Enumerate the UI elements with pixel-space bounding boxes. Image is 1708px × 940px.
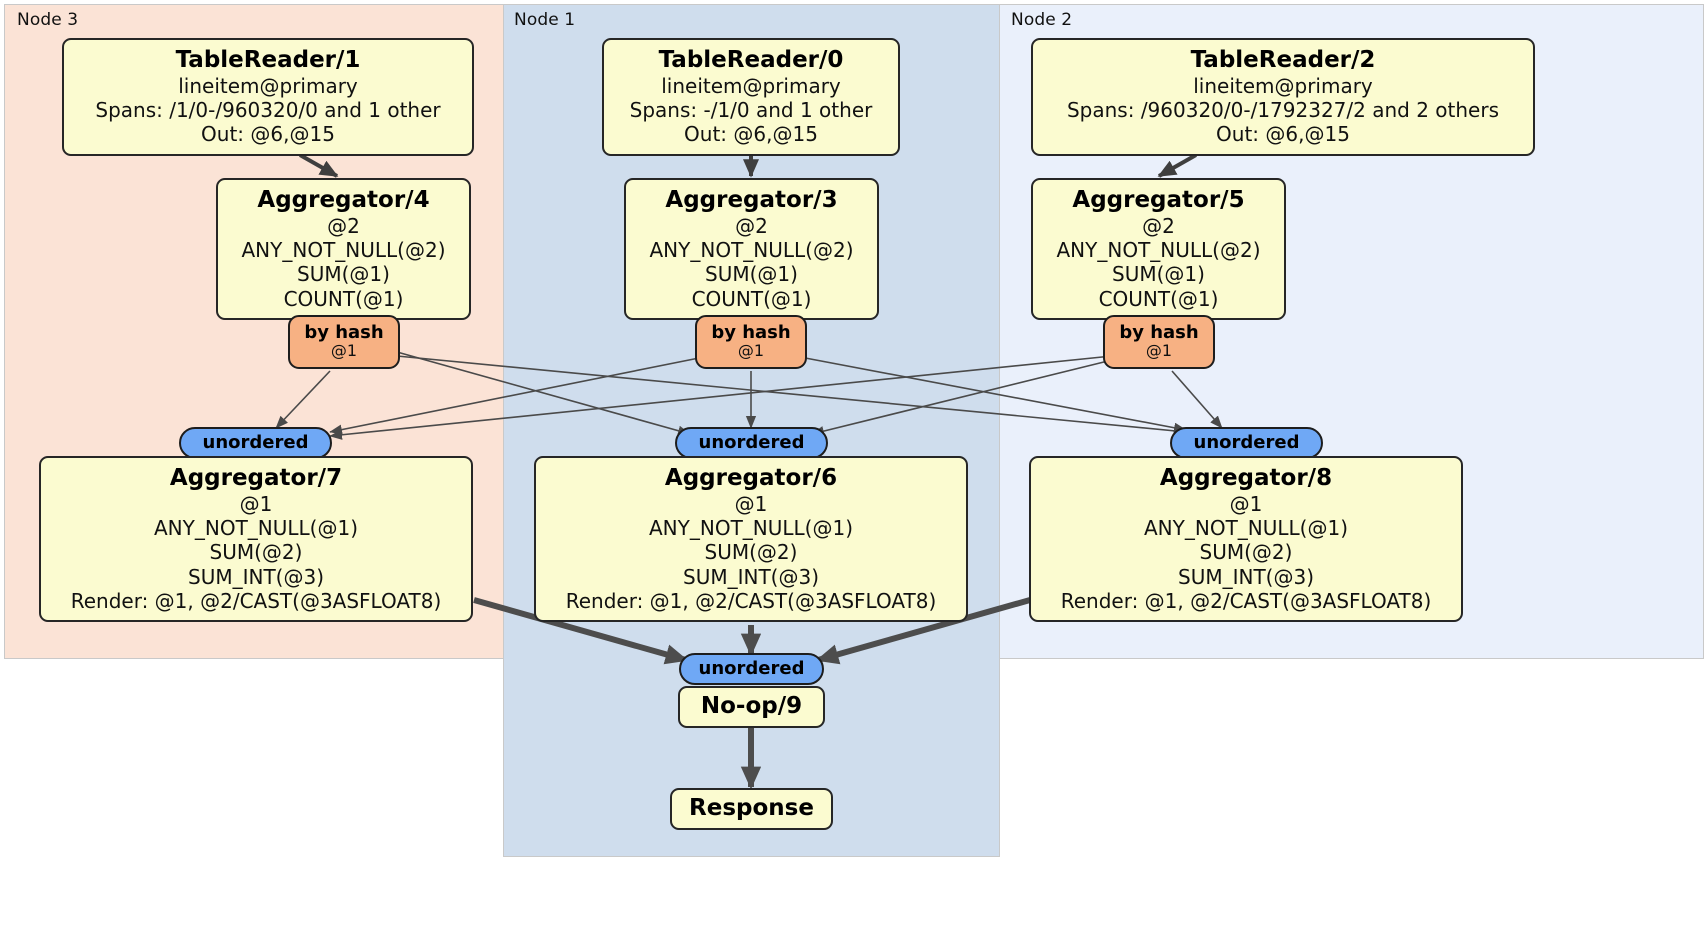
processor-line: COUNT(@1) bbox=[1098, 286, 1219, 311]
processor-line: @1 bbox=[239, 492, 273, 517]
processor-line: @2 bbox=[735, 214, 768, 239]
processor-line: SUM(@2) bbox=[1199, 540, 1293, 565]
inbox-unordered-aggregator-6[interactable]: unordered bbox=[675, 427, 828, 459]
processor-line: COUNT(@1) bbox=[691, 286, 812, 311]
processor-title: TableReader/2 bbox=[1190, 47, 1376, 73]
processor-line: Render: @1, @2/CAST(@3ASFLOAT8) bbox=[70, 588, 442, 613]
processor-line: Spans: /960320/0-/1792327/2 and 2 others bbox=[1066, 98, 1499, 123]
processor-title: Aggregator/5 bbox=[1072, 187, 1245, 213]
processor-title: Aggregator/4 bbox=[257, 187, 430, 213]
router-sublabel: @1 bbox=[1145, 341, 1173, 361]
router-label: by hash bbox=[1119, 322, 1199, 344]
processor-line: SUM(@2) bbox=[209, 540, 303, 565]
processor-line: SUM(@1) bbox=[705, 262, 798, 287]
processor-line: @2 bbox=[1142, 214, 1175, 239]
router-label: by hash bbox=[304, 322, 384, 344]
processor-title: Aggregator/3 bbox=[665, 187, 838, 213]
processor-line: ANY_NOT_NULL(@2) bbox=[649, 238, 854, 263]
inbox-unordered-aggregator-8[interactable]: unordered bbox=[1170, 427, 1323, 459]
processor-tablereader-0[interactable]: TableReader/0 lineitem@primary Spans: -/… bbox=[602, 38, 900, 156]
processor-aggregator-5[interactable]: Aggregator/5 @2 ANY_NOT_NULL(@2) SUM(@1)… bbox=[1031, 178, 1286, 320]
router-by-hash-aggregator-3[interactable]: by hash @1 bbox=[695, 315, 807, 369]
processor-line: @1 bbox=[1229, 492, 1263, 517]
node-label-node1: Node 1 bbox=[514, 10, 576, 30]
processor-aggregator-3[interactable]: Aggregator/3 @2 ANY_NOT_NULL(@2) SUM(@1)… bbox=[624, 178, 879, 320]
processor-line: Render: @1, @2/CAST(@3ASFLOAT8) bbox=[565, 588, 937, 613]
processor-line: ANY_NOT_NULL(@1) bbox=[1144, 516, 1348, 541]
inbox-label: unordered bbox=[1193, 432, 1300, 453]
router-by-hash-aggregator-5[interactable]: by hash @1 bbox=[1103, 315, 1215, 369]
processor-title: TableReader/1 bbox=[175, 47, 361, 73]
processor-title: Aggregator/6 bbox=[664, 465, 838, 491]
processor-title: No-op/9 bbox=[700, 693, 803, 719]
processor-line: lineitem@primary bbox=[661, 74, 841, 99]
processor-line: COUNT(@1) bbox=[283, 286, 404, 311]
inbox-unordered-aggregator-7[interactable]: unordered bbox=[179, 427, 332, 459]
processor-line: ANY_NOT_NULL(@1) bbox=[649, 516, 853, 541]
processor-line: SUM(@2) bbox=[704, 540, 798, 565]
processor-line: ANY_NOT_NULL(@2) bbox=[241, 238, 446, 263]
processor-response[interactable]: Response bbox=[670, 788, 833, 831]
router-label: by hash bbox=[711, 322, 791, 344]
processor-line: ANY_NOT_NULL(@1) bbox=[154, 516, 358, 541]
node-label-node2: Node 2 bbox=[1011, 10, 1073, 30]
processor-aggregator-7[interactable]: Aggregator/7 @1 ANY_NOT_NULL(@1) SUM(@2)… bbox=[39, 456, 473, 622]
processor-line: SUM_INT(@3) bbox=[683, 564, 819, 589]
inbox-label: unordered bbox=[698, 658, 805, 679]
processor-title: Response bbox=[689, 795, 814, 821]
processor-title: Aggregator/8 bbox=[1159, 465, 1333, 491]
processor-title: Aggregator/7 bbox=[169, 465, 343, 491]
processor-line: SUM_INT(@3) bbox=[188, 564, 324, 589]
router-sublabel: @1 bbox=[330, 341, 358, 361]
processor-line: Spans: -/1/0 and 1 other bbox=[629, 98, 873, 123]
processor-line: @1 bbox=[734, 492, 768, 517]
processor-aggregator-4[interactable]: Aggregator/4 @2 ANY_NOT_NULL(@2) SUM(@1)… bbox=[216, 178, 471, 320]
processor-line: SUM_INT(@3) bbox=[1178, 564, 1314, 589]
router-by-hash-aggregator-4[interactable]: by hash @1 bbox=[288, 315, 400, 369]
processor-line: Out: @6,@15 bbox=[684, 122, 818, 147]
processor-tablereader-1[interactable]: TableReader/1 lineitem@primary Spans: /1… bbox=[62, 38, 474, 156]
inbox-label: unordered bbox=[202, 432, 309, 453]
processor-line: lineitem@primary bbox=[178, 74, 358, 99]
node-label-node3: Node 3 bbox=[17, 10, 79, 30]
processor-line: SUM(@1) bbox=[297, 262, 390, 287]
processor-aggregator-8[interactable]: Aggregator/8 @1 ANY_NOT_NULL(@1) SUM(@2)… bbox=[1029, 456, 1463, 622]
processor-noop-9[interactable]: No-op/9 bbox=[678, 686, 825, 729]
inbox-label: unordered bbox=[698, 432, 805, 453]
inbox-unordered-noop-9[interactable]: unordered bbox=[679, 653, 824, 685]
router-sublabel: @1 bbox=[737, 341, 765, 361]
processor-line: ANY_NOT_NULL(@2) bbox=[1056, 238, 1261, 263]
processor-line: Out: @6,@15 bbox=[1216, 122, 1350, 147]
processor-line: Spans: /1/0-/960320/0 and 1 other bbox=[95, 98, 441, 123]
processor-line: Out: @6,@15 bbox=[201, 122, 335, 147]
processor-aggregator-6[interactable]: Aggregator/6 @1 ANY_NOT_NULL(@1) SUM(@2)… bbox=[534, 456, 968, 622]
processor-tablereader-2[interactable]: TableReader/2 lineitem@primary Spans: /9… bbox=[1031, 38, 1535, 156]
processor-line: Render: @1, @2/CAST(@3ASFLOAT8) bbox=[1060, 588, 1432, 613]
processor-line: lineitem@primary bbox=[1193, 74, 1373, 99]
processor-line: SUM(@1) bbox=[1112, 262, 1205, 287]
processor-title: TableReader/0 bbox=[658, 47, 844, 73]
processor-line: @2 bbox=[327, 214, 360, 239]
